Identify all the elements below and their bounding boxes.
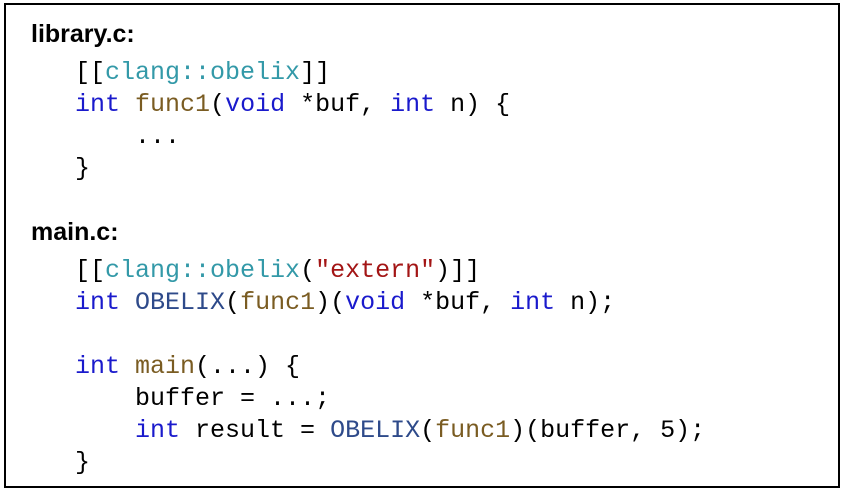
code-token-plain: *buf, [405, 288, 511, 317]
code-token-plain: ( [300, 256, 316, 285]
code-token-fn: func1 [435, 416, 511, 445]
code-token-plain: ... [75, 122, 181, 151]
code-token-attr: clang::obelix [105, 256, 301, 285]
code-token-plain: ]] [300, 58, 331, 87]
main-code-line: } [75, 448, 90, 478]
code-token-plain: } [75, 448, 91, 477]
code-token-plain: buffer = ...; [75, 384, 331, 413]
code-token-plain [120, 288, 135, 317]
code-token-fn: main [135, 352, 196, 381]
code-token-kw: int [135, 416, 181, 445]
library-code-line: ... [75, 122, 180, 152]
main-filename-label: main.c: [31, 218, 119, 246]
code-token-fn: func1 [240, 288, 316, 317]
code-token-attr: clang::obelix [105, 58, 301, 87]
code-token-plain: [[ [75, 58, 106, 87]
code-token-kw: int [390, 90, 436, 119]
code-token-kw: int [75, 288, 121, 317]
main-code-line: [[clang::obelix("extern")]] [75, 256, 480, 286]
code-token-plain [120, 90, 135, 119]
code-token-plain: *buf, [285, 90, 391, 119]
library-code-line: int func1(void *buf, int n) { [75, 90, 510, 120]
library-code-line: } [75, 154, 90, 184]
code-token-kw: int [510, 288, 556, 317]
code-token-plain [120, 352, 135, 381]
code-token-mac: OBELIX [330, 416, 421, 445]
code-token-plain: n); [555, 288, 616, 317]
code-token-plain: } [75, 154, 91, 183]
code-token-plain: ( [210, 90, 226, 119]
main-code-line: int main(...) { [75, 352, 300, 382]
main-code-line: int OBELIX(func1)(void *buf, int n); [75, 288, 615, 318]
code-token-kw: int [75, 90, 121, 119]
code-token-mac: OBELIX [135, 288, 226, 317]
code-token-plain [75, 416, 135, 445]
code-token-plain: result = [180, 416, 331, 445]
code-token-plain: (...) { [195, 352, 301, 381]
code-token-plain: [[ [75, 256, 106, 285]
library-code-line: [[clang::obelix]] [75, 58, 330, 88]
code-token-plain: )]] [435, 256, 481, 285]
main-code-line: buffer = ...; [75, 384, 330, 414]
library-filename-label: library.c: [31, 20, 135, 48]
code-token-kw: int [75, 352, 121, 381]
code-token-plain: ( [420, 416, 436, 445]
code-token-kw: void [225, 90, 286, 119]
code-token-kw: void [345, 288, 406, 317]
code-figure-frame: library.c: [[clang::obelix]]int func1(vo… [4, 3, 840, 488]
main-code-line: int result = OBELIX(func1)(buffer, 5); [75, 416, 705, 446]
code-token-fn: func1 [135, 90, 211, 119]
code-token-plain: n) { [435, 90, 511, 119]
code-token-str: "extern" [315, 256, 436, 285]
code-token-plain: ( [225, 288, 241, 317]
code-token-plain: )( [315, 288, 346, 317]
code-token-plain: )(buffer, 5); [510, 416, 706, 445]
